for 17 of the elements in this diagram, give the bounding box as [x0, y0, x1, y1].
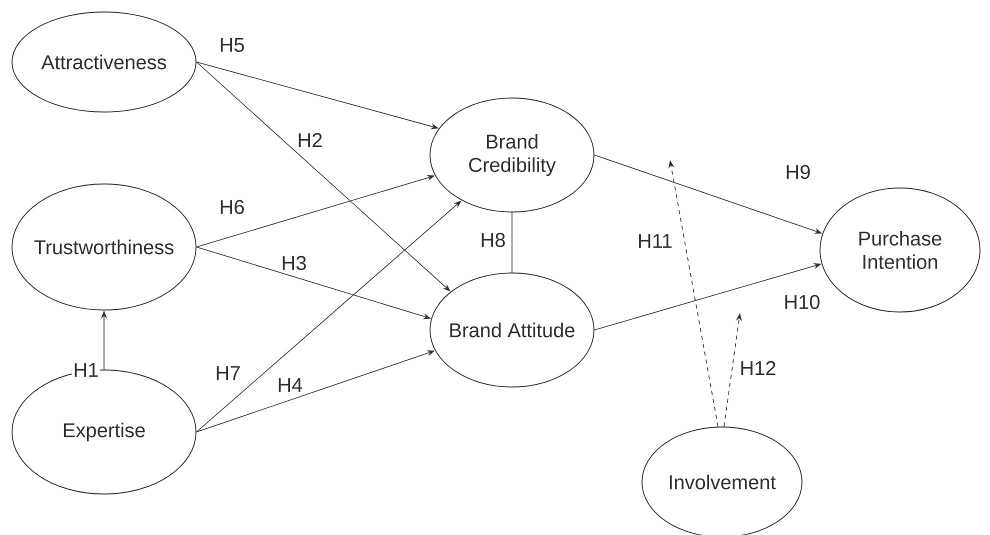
ellipse-node: Purchase Intention [820, 188, 980, 312]
edge-label: H12 [738, 360, 778, 376]
edge-label: H5 [218, 36, 246, 54]
edge-label: H11 [636, 232, 674, 250]
edge-label: H6 [218, 198, 246, 216]
ellipse-node: Brand Credibility [430, 98, 594, 212]
edge-label: H9 [784, 164, 812, 180]
ellipse-node: Brand Attitude [430, 272, 594, 388]
ellipse-node: Attractiveness [12, 12, 196, 112]
edge-label: H8 [478, 232, 508, 248]
edge-label: H2 [296, 132, 324, 148]
ellipse-node: Trustworthiness [12, 184, 196, 310]
edge-label: H3 [280, 254, 308, 272]
edge-label: H1 [72, 362, 100, 378]
edge-label: H7 [214, 364, 242, 382]
edge-label: H4 [276, 376, 304, 394]
edge-label: H10 [782, 294, 822, 310]
